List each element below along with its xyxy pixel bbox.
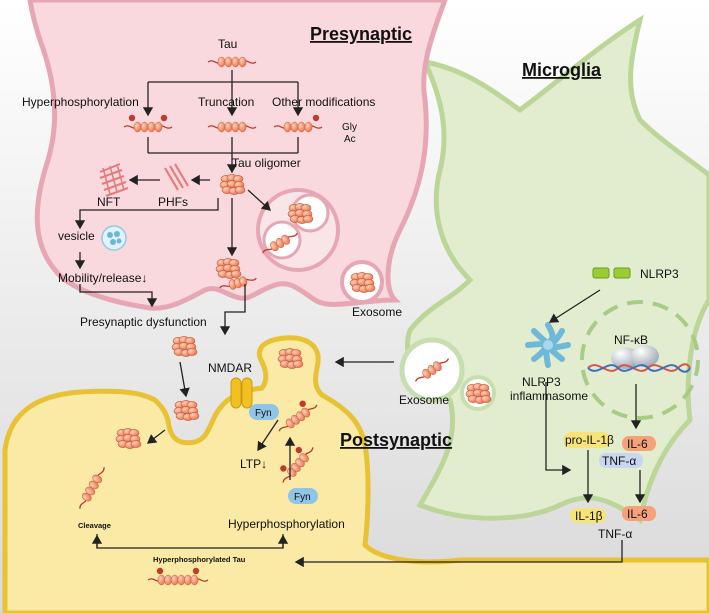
- mobility-release-label: Mobility/release↓: [58, 271, 147, 285]
- nmdar-label: NMDAR: [208, 361, 252, 375]
- il6-bottom-label: IL-6: [627, 507, 648, 521]
- tau-chain-truncated: [207, 121, 257, 133]
- nmdar-receptor: [230, 377, 253, 409]
- tau-label: Tau: [218, 37, 237, 51]
- exosome-label-presynaptic: Exosome: [352, 305, 402, 319]
- cytokine-il6-top: [622, 436, 656, 451]
- nlrp3-inflammasome-icon: [525, 322, 571, 368]
- tnfa-bottom-label: TNF-α: [598, 527, 632, 541]
- tau-chain-in-mvb: [262, 232, 298, 254]
- vesicle-icon: [101, 225, 127, 251]
- nlrp3-inflammasome-label-line1: NLRP3: [522, 375, 561, 389]
- exosome-label-microglia: Exosome: [399, 393, 449, 407]
- microglia-title: Microglia: [522, 60, 602, 80]
- tau-chain-modified: [273, 114, 323, 133]
- fyn-badge-bottom: [288, 488, 318, 504]
- tau-oligomer-exosome: [349, 272, 376, 293]
- tau-oligomer-secreted: [215, 258, 242, 279]
- fyn-label-bottom: Fyn: [294, 492, 311, 503]
- tau-oligomer-spine: [277, 348, 304, 369]
- nfkb-complex: [611, 345, 659, 369]
- dna-strand: [587, 363, 691, 373]
- tau-chain-secreted: [219, 276, 257, 290]
- tau-chain-cleaved: [79, 467, 105, 509]
- phfs-label: PHFs: [158, 195, 188, 209]
- tau-chain-hyperphosphorylated: [123, 114, 173, 133]
- tau-oligomer-in-mvb: [287, 203, 314, 224]
- cytokine-il1b: [570, 508, 606, 523]
- truncation-label: Truncation: [198, 95, 254, 109]
- presynaptic-title: Presynaptic: [310, 24, 412, 44]
- presynaptic-dysfunction-label: Presynaptic dysfunction: [80, 315, 207, 329]
- pro-il1b-label: pro-IL-1β: [565, 433, 614, 447]
- microglia-nucleus: [580, 300, 700, 420]
- ac-label: Ac: [344, 134, 356, 145]
- il1b-label: IL-1β: [575, 509, 603, 523]
- nft-tangle-icon: [99, 163, 129, 197]
- tau-chain-hyperphosphorylated-bottom: [147, 567, 209, 586]
- cytokine-pro-il1b: [563, 432, 611, 448]
- cleavage-label: Cleavage: [78, 521, 111, 530]
- tau-oligomer-cluster: [219, 174, 246, 195]
- ltp-label: LTP↓: [240, 457, 267, 471]
- fyn-badge-top: [249, 404, 279, 420]
- postsynaptic-terminal: [2, 335, 709, 613]
- tau-oligomer-label: Tau oligomer: [232, 156, 301, 170]
- tau-oligomer-postsynaptic: [115, 428, 142, 449]
- postsynaptic-title: Postsynaptic: [340, 430, 452, 450]
- tau-oligomer-internalized: [173, 400, 200, 421]
- fyn-label-top: Fyn: [255, 408, 272, 419]
- pathway-arrows: [74, 70, 646, 568]
- phf-filament-icon: [164, 163, 189, 191]
- tau-oligomer-microglia-exosome: [465, 383, 492, 404]
- tau-chain-microglia-exosome: [414, 358, 450, 382]
- cytokine-il6-bottom: [622, 506, 656, 521]
- tau-oligomer-clusters: [115, 174, 492, 449]
- hyperphosphorylation-label: Hyperphosphorylation: [22, 95, 139, 109]
- nlrp3-label: NLRP3: [640, 267, 679, 281]
- tnfa-top-label: TNF-α: [602, 454, 636, 468]
- other-modifications-label: Other modifications: [272, 95, 375, 109]
- il6-top-label: IL-6: [627, 437, 648, 451]
- tau-oligomer-synaptic-cleft: [171, 336, 198, 357]
- hyperphosphorylated-tau-label: Hyperphosphorylated Tau: [153, 555, 246, 564]
- presynaptic-terminal: [27, 0, 448, 311]
- gly-label: Gly: [342, 122, 357, 133]
- nft-label: NFT: [97, 195, 121, 209]
- nlrp3-molecule: [592, 267, 631, 279]
- nlrp3-inflammasome-label-line2: inflammasome: [510, 389, 588, 403]
- vesicle-label: vesicle: [58, 229, 95, 243]
- tau-chain-native: [207, 56, 257, 68]
- cytokine-tnfa-top: [599, 453, 643, 468]
- tau-chain-fyn-bound: [278, 400, 318, 432]
- nfkb-label: NF-κB: [614, 333, 648, 347]
- postsynaptic-hyperphosphorylation-label: Hyperphosphorylation: [228, 517, 345, 531]
